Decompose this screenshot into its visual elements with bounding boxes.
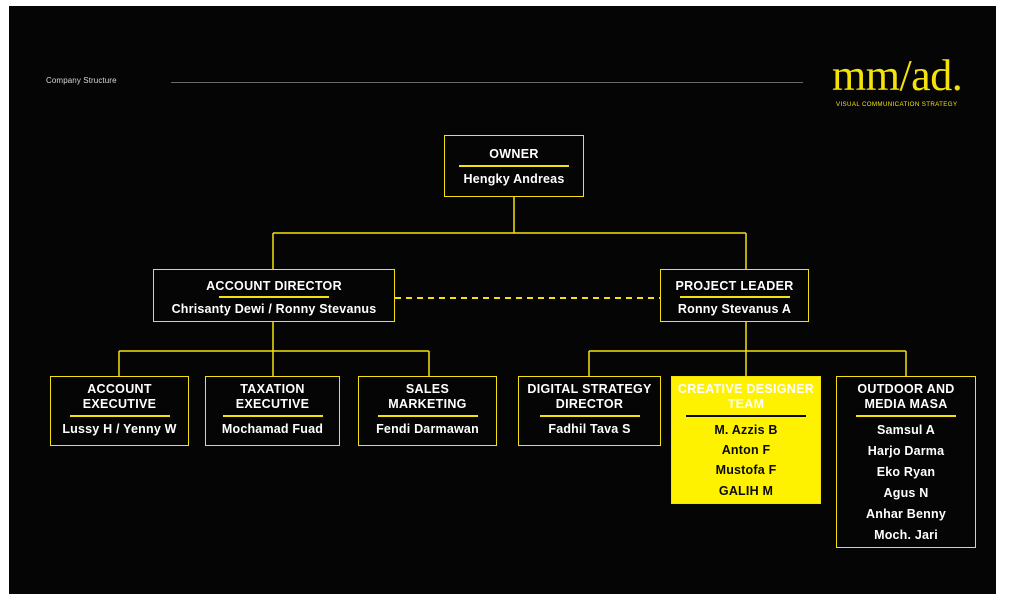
title-underline <box>539 415 640 417</box>
outdoor-member-3: Eko Ryan <box>876 464 936 479</box>
sales-marketing-title-2: MARKETING <box>388 397 467 411</box>
section-label: Company Structure <box>46 76 117 85</box>
owner-box: OWNER Hengky Andreas <box>444 135 584 197</box>
digital-strategy-name: Fadhil Tava S <box>548 421 631 436</box>
digital-strategy-title-1: DIGITAL STRATEGY <box>527 382 652 396</box>
sales-marketing-box: SALES MARKETING Fendi Darmawan <box>358 376 497 446</box>
owner-name: Hengky Andreas <box>463 171 565 186</box>
header-divider <box>171 82 803 83</box>
project-leader-title: PROJECT LEADER <box>675 279 794 293</box>
title-underline <box>856 415 956 417</box>
outdoor-member-6: Moch. Jari <box>874 527 938 542</box>
creative-member-3: Mustofa F <box>715 462 777 477</box>
sales-marketing-title-1: SALES <box>405 382 450 396</box>
outdoor-member-5: Anhar Benny <box>866 506 946 521</box>
account-executive-title-1: ACCOUNT <box>87 382 152 396</box>
outdoor-media-title-1: OUTDOOR AND <box>857 382 955 396</box>
taxation-executive-title-1: TAXATION <box>240 382 305 396</box>
title-underline <box>69 415 170 417</box>
account-director-name: Chrisanty Dewi / Ronny Stevanus <box>171 301 377 316</box>
account-director-title: ACCOUNT DIRECTOR <box>206 279 342 293</box>
digital-strategy-director-box: DIGITAL STRATEGY DIRECTOR Fadhil Tava S <box>518 376 661 446</box>
account-director-box: ACCOUNT DIRECTOR Chrisanty Dewi / Ronny … <box>153 269 395 322</box>
org-chart-slide: Company Structure mm/ad. VISUAL COMMUNIC… <box>9 6 996 594</box>
title-underline <box>377 415 478 417</box>
taxation-executive-name: Mochamad Fuad <box>221 421 324 436</box>
creative-designer-title-2: TEAM <box>727 397 765 411</box>
account-executive-box: ACCOUNT EXECUTIVE Lussy H / Yenny W <box>50 376 189 446</box>
title-underline <box>679 296 790 298</box>
outdoor-member-2: Harjo Darma <box>867 443 945 458</box>
creative-member-1: M. Azzis B <box>714 422 778 437</box>
connector-lines <box>118 197 907 376</box>
outdoor-media-box: OUTDOOR AND MEDIA MASA Samsul A Harjo Da… <box>836 376 976 548</box>
creative-designer-title-1: CREATIVE DESIGNER <box>677 382 815 396</box>
brand-tagline: VISUAL COMMUNICATION STRATEGY <box>836 101 958 108</box>
account-executive-name: Lussy H / Yenny W <box>62 421 177 436</box>
project-leader-name: Ronny Stevanus A <box>677 301 792 316</box>
outdoor-member-4: Agus N <box>883 485 929 500</box>
account-executive-title-2: EXECUTIVE <box>82 397 157 411</box>
creative-member-2: Anton F <box>721 442 771 457</box>
creative-member-4: GALIH M <box>718 483 774 498</box>
project-leader-box: PROJECT LEADER Ronny Stevanus A <box>660 269 809 322</box>
taxation-executive-box: TAXATION EXECUTIVE Mochamad Fuad <box>205 376 340 446</box>
title-underline <box>219 296 329 298</box>
owner-title: OWNER <box>489 147 539 161</box>
title-underline <box>459 165 569 167</box>
outdoor-media-title-2: MEDIA MASA <box>864 397 948 411</box>
outdoor-member-1: Samsul A <box>876 422 936 437</box>
title-underline <box>686 415 806 417</box>
title-underline <box>222 415 323 417</box>
creative-designer-team-box: CREATIVE DESIGNER TEAM M. Azzis B Anton … <box>671 376 821 504</box>
digital-strategy-title-2: DIRECTOR <box>555 397 624 411</box>
taxation-executive-title-2: EXECUTIVE <box>235 397 310 411</box>
sales-marketing-name: Fendi Darmawan <box>376 421 479 436</box>
brand-logo: mm/ad. <box>832 51 963 100</box>
